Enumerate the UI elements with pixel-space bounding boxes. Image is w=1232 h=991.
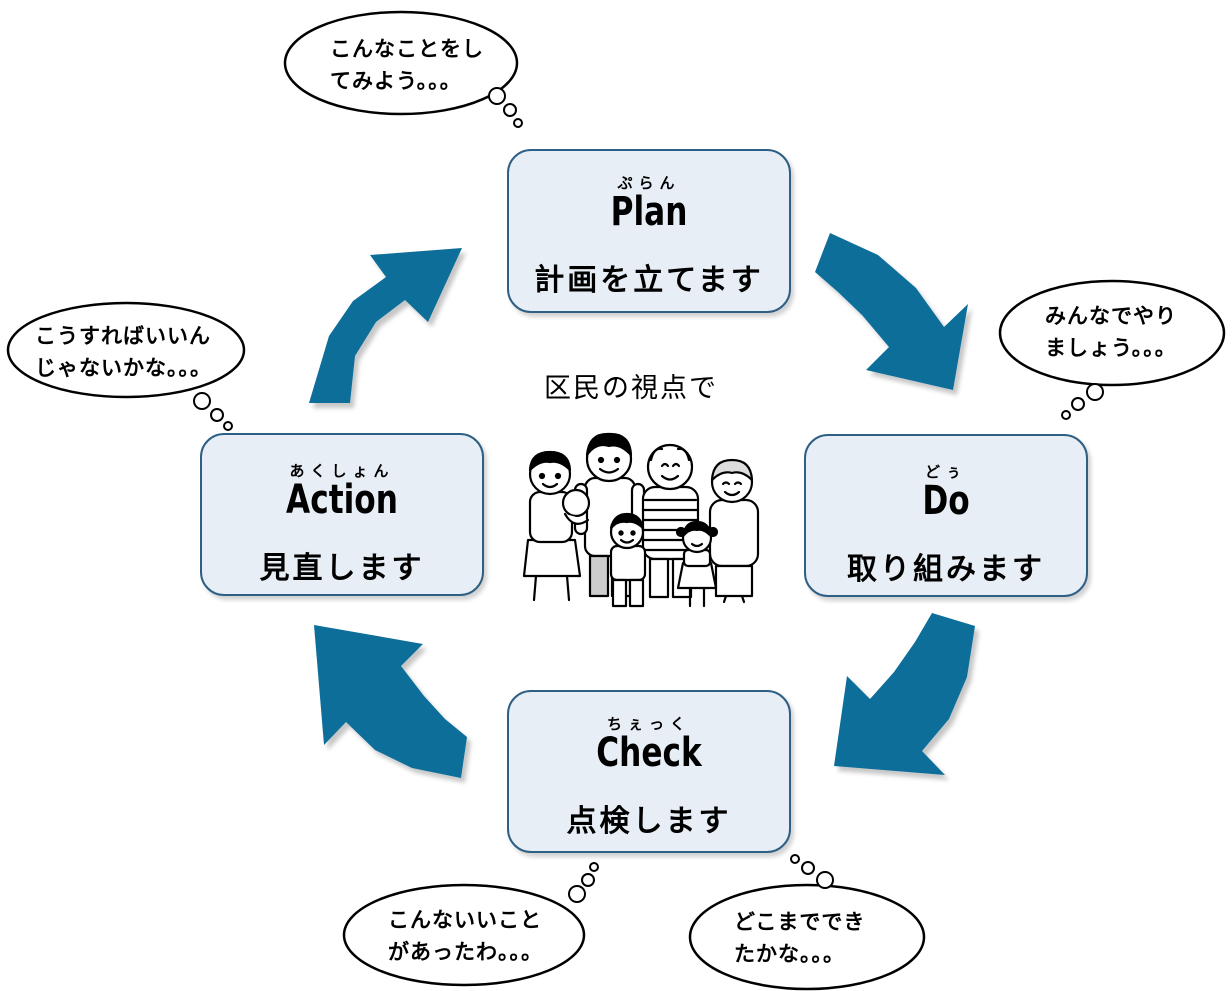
bubble-check-1-line1: こんないいこと	[388, 908, 542, 932]
stage-check-title: Check	[596, 730, 702, 776]
bubble-check-2-line2: たかな。。。	[734, 942, 845, 966]
stage-check: ちぇっく Check 点検します	[507, 690, 791, 853]
thought-bubble-check-2	[688, 854, 926, 991]
bubble-check-2-line1: どこまででき	[734, 910, 866, 934]
family-illustration	[522, 432, 760, 608]
bubble-action-text: こうすればいいん じゃないかな。。。	[35, 320, 212, 384]
bubble-action-line1: こうすればいいん	[35, 324, 211, 348]
mother-figure	[522, 450, 591, 602]
stage-action-label: 見直します	[259, 551, 425, 586]
boy-figure	[609, 512, 647, 608]
arrow-action-to-plan	[309, 248, 462, 403]
bubble-check-1-text: こんないいこと があったわ。。。	[388, 904, 543, 968]
stage-plan-ruby: ぷらん	[617, 174, 681, 192]
stage-do-ruby: どぅ	[924, 463, 967, 481]
arrow-plan-to-do	[815, 233, 968, 390]
stage-check-ruby: ちぇっく	[606, 715, 691, 733]
stage-plan: ぷらん Plan 計画を立てます	[507, 149, 791, 313]
thought-bubble-check-1	[342, 862, 599, 987]
girl-figure	[675, 520, 719, 608]
stage-do: どぅ Do 取り組みます	[804, 434, 1088, 597]
bubble-plan-line1: こんなことをし	[330, 37, 484, 61]
bubble-check-1-line2: があったわ。。。	[388, 940, 543, 964]
stage-plan-label: 計画を立てます	[534, 263, 764, 298]
stage-plan-title: Plan	[610, 189, 688, 235]
bubble-plan-text: こんなことをし てみよう。。。	[330, 33, 484, 97]
thought-bubble-action	[6, 301, 246, 431]
grandmother-figure	[708, 458, 760, 604]
stage-action-title: Action	[286, 477, 398, 523]
stage-action-ruby: あくしょん	[289, 462, 395, 480]
stage-action: あくしょん Action 見直します	[200, 433, 484, 596]
thought-bubble-plan	[283, 10, 523, 128]
bubble-do-line2: ましょう。。。	[1045, 336, 1177, 360]
bubble-plan-line2: てみよう。。。	[330, 69, 462, 93]
thought-bubble-do	[998, 279, 1226, 420]
stage-do-title: Do	[922, 478, 970, 524]
bubble-do-line1: みんなでやり	[1045, 304, 1177, 328]
arrow-check-to-action	[314, 625, 467, 778]
stage-check-label: 点検します	[566, 804, 732, 839]
bubble-action-line2: じゃないかな。。。	[35, 356, 212, 380]
bubble-do-text: みんなでやり ましょう。。。	[1045, 300, 1177, 364]
stage-do-label: 取り組みます	[847, 552, 1045, 587]
arrow-do-to-check	[834, 613, 975, 775]
bubble-check-2-text: どこまででき たかな。。。	[734, 906, 865, 970]
center-caption: 区民の視点で	[544, 373, 718, 404]
